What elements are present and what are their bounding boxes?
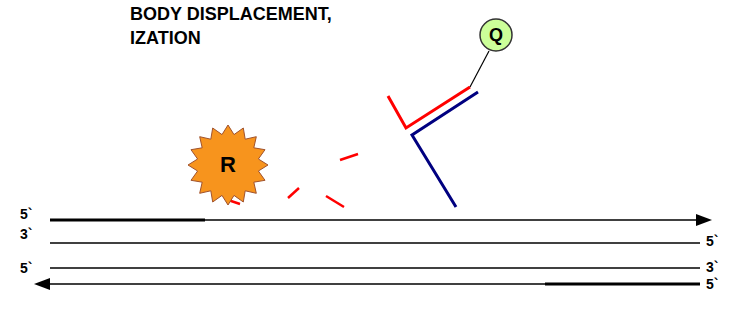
probe-fragment: [288, 188, 299, 198]
blue-arm: [412, 92, 478, 207]
strand-line: [50, 219, 700, 221]
starburst-shape: [188, 125, 268, 205]
reporter-starburst: R: [188, 125, 268, 205]
strand-line: [50, 267, 700, 269]
probe-fragment: [326, 196, 344, 207]
dna-strands: [34, 214, 712, 290]
strand-end-label: 3`: [706, 259, 718, 275]
strand-end-label: 5`: [706, 276, 718, 292]
primer-segment: [545, 283, 700, 286]
arrow-head: [696, 214, 712, 226]
strand-end-label: 5`: [20, 206, 32, 222]
quencher-stem: [470, 51, 489, 87]
probe-fragment: [340, 154, 358, 160]
strand-end-label: 5`: [20, 260, 32, 276]
arrow-head: [34, 278, 50, 290]
circle-shape: [480, 19, 512, 51]
node-label: R: [220, 152, 236, 178]
strand-line: [50, 242, 700, 244]
strand-end-label: 3`: [20, 226, 32, 242]
strand-line: [46, 283, 700, 285]
strand-end-label: 5`: [706, 233, 718, 249]
red-arm: [388, 87, 470, 128]
quencher-circle: Q: [479, 18, 513, 52]
node-label: Q: [489, 25, 503, 46]
primer-segment: [50, 219, 205, 222]
antibody-probe: [388, 51, 489, 207]
diagram-title: BODY DISPLACEMENT, IZATION: [130, 2, 380, 50]
